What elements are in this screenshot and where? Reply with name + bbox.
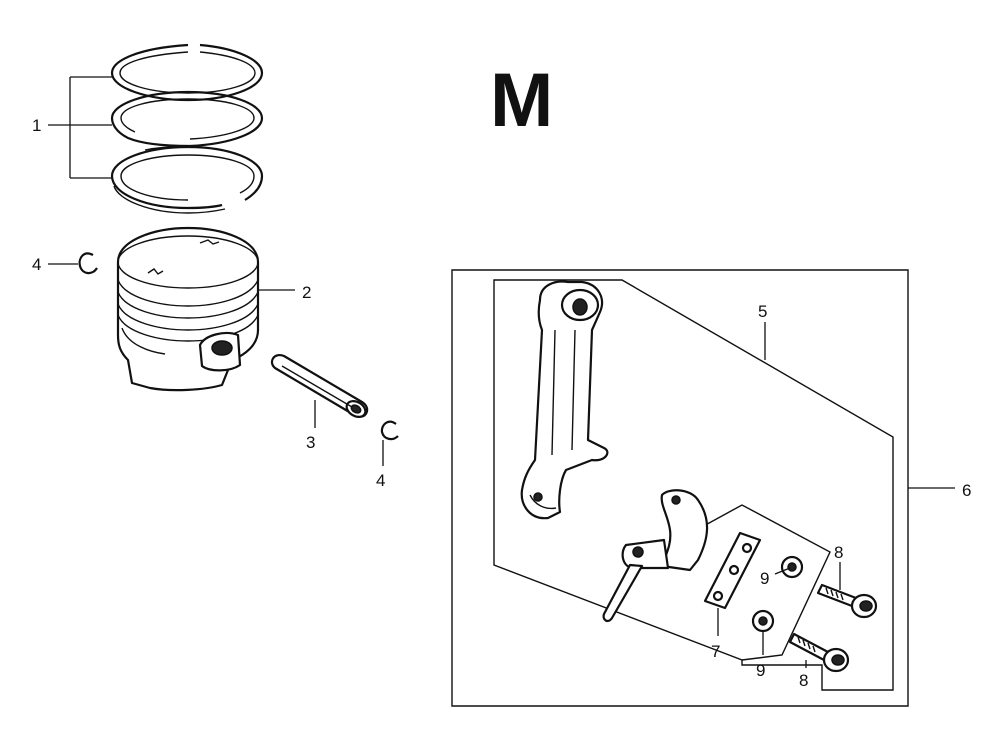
piston-pin-clip-left: [78, 252, 98, 275]
callout-9-washer-lower: 9: [756, 661, 765, 680]
connecting-rod: [520, 280, 609, 520]
callout-7-lock-plate: 7: [711, 642, 720, 661]
washer-lower: [751, 609, 775, 633]
rod-bolt-lower: [788, 632, 850, 673]
callout-2-piston: 2: [302, 283, 311, 302]
piston: [116, 226, 260, 392]
callout-5-connecting-rod: 5: [758, 302, 767, 321]
rod-bolt-upper: [816, 583, 878, 619]
piston-pin-clip-right: [380, 420, 399, 441]
lock-plate: [703, 531, 762, 610]
washer-upper: [780, 555, 804, 579]
callout-9-washer-upper: 9: [760, 569, 769, 588]
rod-assembly-frame: [451, 269, 909, 707]
piston-pin: [270, 354, 369, 418]
callout-4-clip-right: 4: [376, 471, 385, 490]
callout-8-bolt-upper: 8: [834, 543, 843, 562]
rod-subassembly-frame: [493, 279, 894, 691]
callout-1-piston-rings: 1: [32, 116, 41, 135]
leader-lines: [48, 76, 955, 668]
callout-3-piston-pin: 3: [306, 433, 315, 452]
callout-8-bolt-lower: 8: [799, 671, 808, 690]
lock-plate-frame: [699, 504, 831, 661]
section-letter: M: [490, 58, 553, 143]
callout-6-rod-assembly: 6: [962, 481, 971, 500]
connecting-rod-cap: [602, 489, 709, 623]
piston-ring-set: [110, 43, 264, 214]
callout-4-clip-left: 4: [32, 255, 41, 274]
piston-ring-oil: [110, 145, 264, 214]
